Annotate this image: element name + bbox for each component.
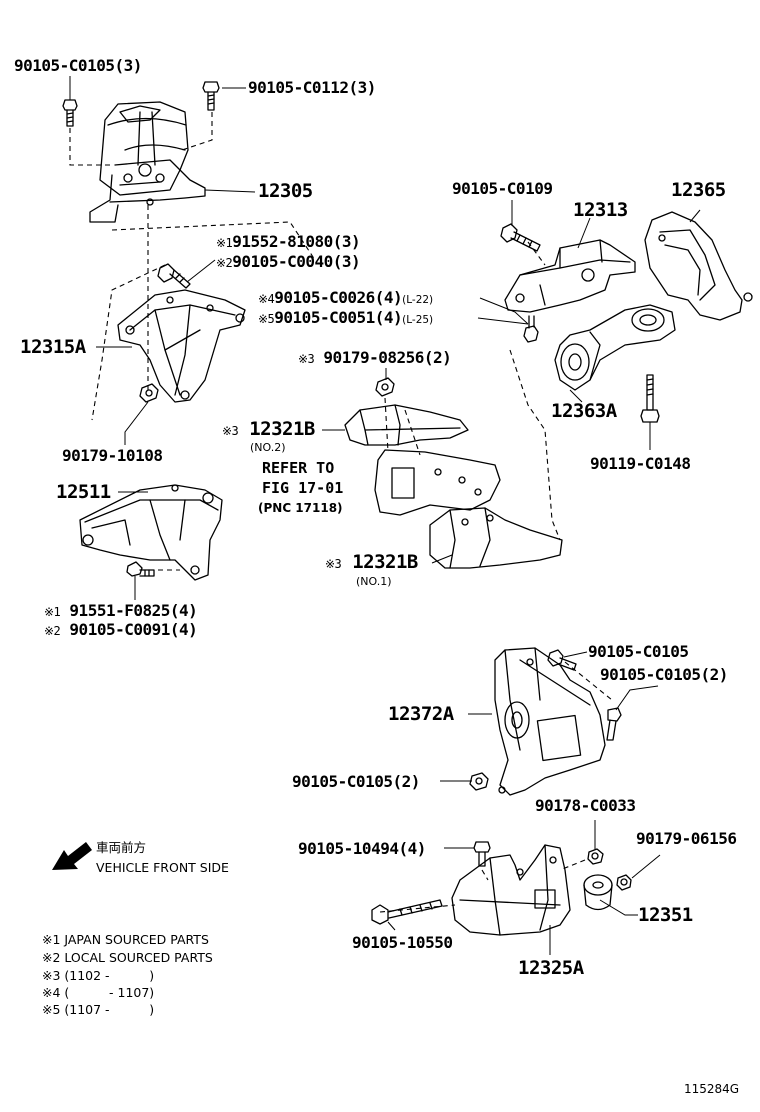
label-90105-C0105-2-left: 90105-C0105(2) xyxy=(292,772,420,791)
label-90178-C0033: 90178-C0033 xyxy=(535,796,636,815)
bolt-91551-F0825 xyxy=(126,561,155,577)
bolt-90105-10494 xyxy=(473,841,491,867)
label-90105-10550: 90105-10550 xyxy=(352,933,453,952)
label-12325A: 12325A xyxy=(518,957,584,979)
insulator-12321B-no2 xyxy=(344,404,469,446)
engine-bracket-ref xyxy=(374,449,501,516)
leader-lines xyxy=(69,76,701,955)
label-90179-08256: ※3 90179-08256(2) xyxy=(298,348,452,367)
label-90119-C0148: 90119-C0148 xyxy=(590,454,691,473)
label-91551-F0825: ※1 91551-F0825(4) xyxy=(44,601,198,620)
label-12313: 12313 xyxy=(573,199,628,221)
engine-mount-12305 xyxy=(89,101,206,223)
label-12305: 12305 xyxy=(258,180,313,202)
label-90105-C0026: ※490105-C0026(4)(L-22) xyxy=(258,288,434,307)
cover-12365 xyxy=(644,211,753,321)
direction-jp: 車両前方 xyxy=(96,840,147,855)
mount-12363A xyxy=(554,304,676,391)
label-90105-10494: 90105-10494(4) xyxy=(298,839,426,858)
label-91552-81080: ※191552-81080(3) xyxy=(216,232,361,251)
nut-90179-08256 xyxy=(375,377,395,397)
assembly-dashed-lines xyxy=(69,112,613,913)
label-90179-10108: 90179-10108 xyxy=(62,446,163,465)
bolt-90105-C0112 xyxy=(202,81,220,111)
nut-90178-C0033 xyxy=(587,848,604,865)
refer-line-3: (PNC 17118) xyxy=(258,501,343,515)
bolt-91552-81080 xyxy=(157,263,191,289)
refer-line-1: REFER TO xyxy=(262,459,335,477)
figure-id: 115284G xyxy=(684,1082,740,1096)
label-12321B-no2: ※3 12321B xyxy=(222,418,315,440)
label-12321B-no2-sub: (NO.2) xyxy=(250,441,286,454)
bracket-12511 xyxy=(79,484,223,581)
front-direction-arrow-icon xyxy=(52,842,92,870)
label-12351: 12351 xyxy=(638,904,693,926)
label-90105-C0112-3: 90105-C0112(3) xyxy=(248,78,376,97)
legend-1: ※1 JAPAN SOURCED PARTS xyxy=(42,932,209,947)
legend-5: ※5 (1107 - ) xyxy=(42,1002,155,1017)
legend-4: ※4 ( - 1107) xyxy=(42,985,155,1000)
bolt-90105-C0105-c xyxy=(469,772,489,791)
label-12315A: 12315A xyxy=(20,336,86,358)
label-12511: 12511 xyxy=(56,481,111,503)
label-90105-C0105-3: 90105-C0105(3) xyxy=(14,56,142,75)
bracket-12325A xyxy=(451,844,571,936)
label-90105-C0109: 90105-C0109 xyxy=(452,179,553,198)
bolt-90105-10550 xyxy=(371,899,443,925)
nut-90179-06156 xyxy=(616,874,632,891)
nut-90179-10108 xyxy=(139,383,159,403)
label-90105-C0091: ※2 90105-C0091(4) xyxy=(44,620,198,639)
bolt-90105-C0105 xyxy=(62,99,78,127)
legend-3: ※3 (1102 - ) xyxy=(42,968,155,983)
label-12321B-no1-sub: (NO.1) xyxy=(356,575,392,588)
bracket-12372A xyxy=(494,647,606,796)
label-90105-C0105: 90105-C0105 xyxy=(588,642,689,661)
label-12372A: 12372A xyxy=(388,703,454,725)
stopper-12351 xyxy=(583,874,613,911)
bracket-12313 xyxy=(504,239,636,313)
bolt-90105-C0109 xyxy=(500,223,541,252)
label-90105-C0105-2-right: 90105-C0105(2) xyxy=(600,665,728,684)
label-90105-C0051: ※590105-C0051(4)(L-25) xyxy=(258,308,434,327)
bracket-12315A xyxy=(117,289,246,403)
legend-2: ※2 LOCAL SOURCED PARTS xyxy=(42,950,213,965)
label-12365: 12365 xyxy=(671,179,726,201)
bolt-90105-C0105-b xyxy=(606,707,622,741)
label-90179-06156: 90179-06156 xyxy=(636,829,737,848)
label-90105-C0040: ※290105-C0040(3) xyxy=(216,252,361,271)
bolt-90105-C0105-a xyxy=(547,649,577,671)
label-12363A: 12363A xyxy=(551,400,617,422)
bolt-90119-C0148 xyxy=(640,374,660,423)
label-12321B-no1: ※3 12321B xyxy=(325,551,418,573)
direction-en: VEHICLE FRONT SIDE xyxy=(96,860,229,875)
insulator-12321B-no1 xyxy=(429,507,563,569)
refer-line-2: FIG 17-01 xyxy=(262,479,344,497)
bolt-90105-C0026 xyxy=(523,315,539,343)
